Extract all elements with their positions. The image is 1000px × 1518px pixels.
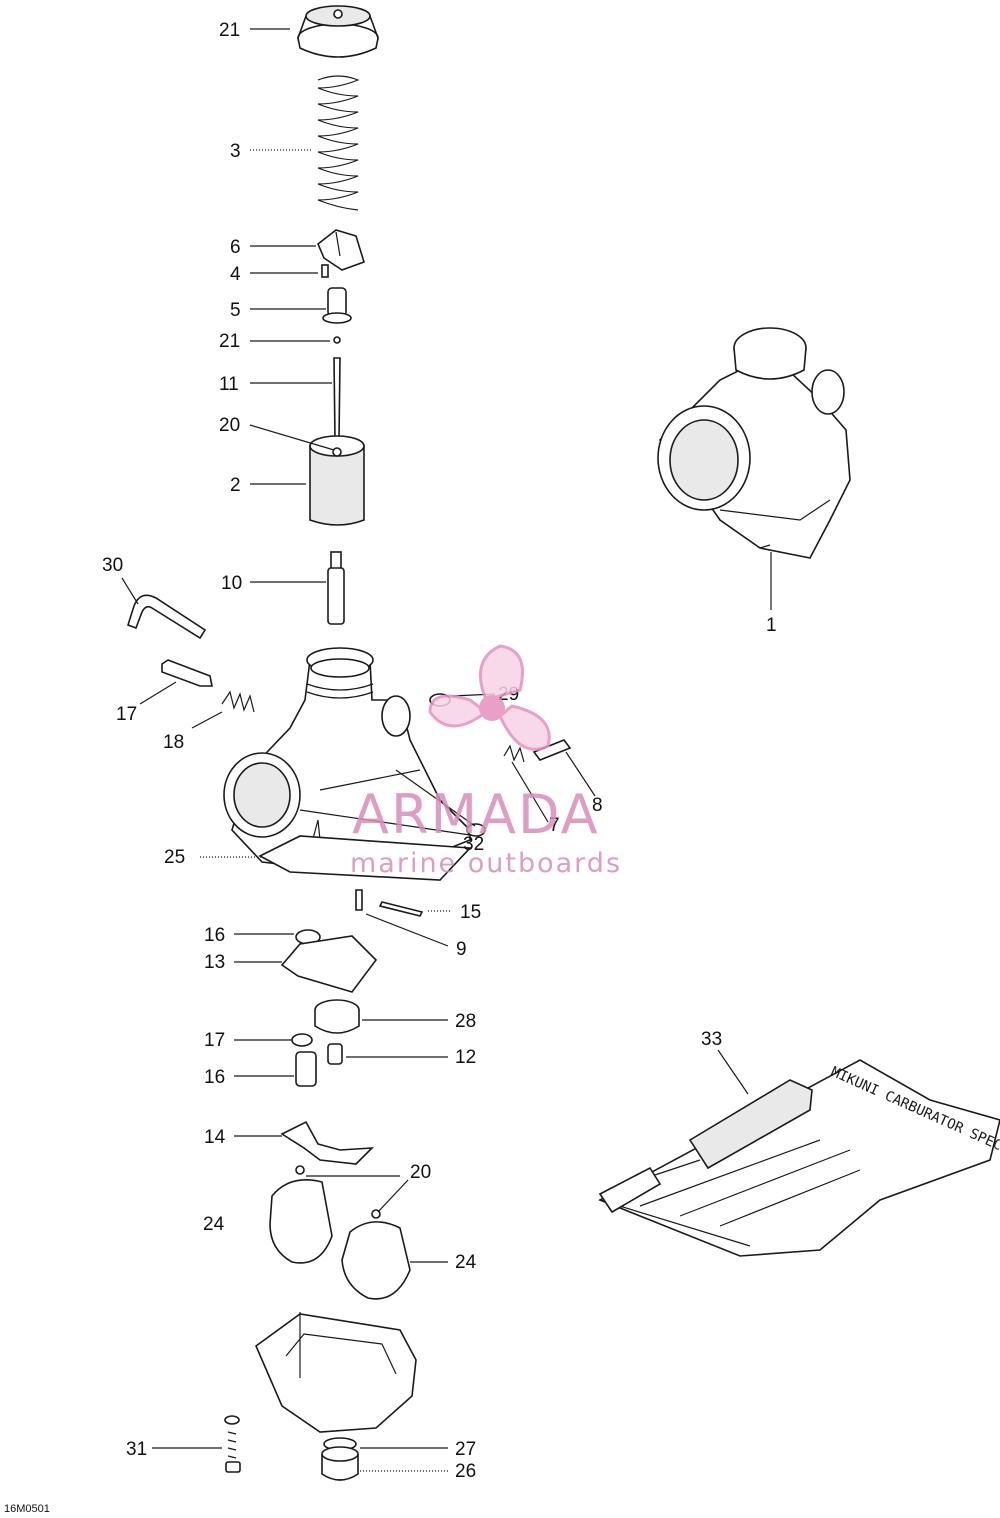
part-11-needle [333,357,341,441]
callout-14: 14 [204,1127,226,1148]
part-6-plate [317,229,365,271]
callout-18: 17 [116,704,137,725]
callout-28: 28 [455,1011,476,1032]
part-18-screw [161,659,213,687]
part-7-spring [503,744,525,763]
callout-11: 11 [219,374,239,395]
part-4-clip [321,264,329,278]
callout-22: 20 [219,415,240,436]
callout-7: 7 [549,815,560,836]
part-20-pin-a [295,1165,305,1175]
callout-21: 21 [219,331,240,352]
callout-24-right: 24 [455,1252,477,1273]
leader-lines [121,28,772,1472]
callout-labels: 21 3 6 4 5 21 11 20 2 10 30 17 18 29 7 8… [102,20,777,1482]
part-2-throttle-valve [309,435,365,526]
part-21-ring [333,336,341,344]
callout-26: 26 [455,1461,476,1482]
armada-watermark: ARMADA marine outboards [350,644,622,879]
part-10-needle-jet [327,551,345,625]
part-17-washer-lower [291,1033,313,1047]
callout-16: 16 [204,1067,225,1088]
part-5-holder [322,287,352,324]
callout-20: 20 [410,1162,431,1183]
part-16-main-jet [295,1051,317,1087]
part-9-bolt [355,889,363,911]
callout-17-upper: 16 [204,925,225,946]
callout-23: 21 [219,20,240,41]
callout-12: 12 [455,1047,476,1068]
part-1-assembled-carburetor [657,327,851,559]
part-28-valve-seat [314,999,360,1034]
callout-13: 13 [204,952,225,973]
callout-6: 6 [230,237,241,258]
callout-25: 25 [164,847,185,868]
part-32-plug [466,823,486,837]
part-25-gasket [258,835,472,881]
watermark-brand: ARMADA [352,783,600,846]
part-15-pin [378,901,424,917]
callout-3: 3 [230,141,241,162]
callout-4: 4 [230,264,241,285]
callout-31: 31 [126,1439,147,1460]
callout-15: 15 [460,902,481,923]
part-31-screw [224,1415,241,1473]
callout-8: 8 [592,795,603,816]
drawing-code: 16M0501 [4,1503,50,1515]
part-24-float-left [269,1179,333,1264]
part-8-screw [532,739,572,761]
part-12-jet [327,1043,343,1065]
callout-19: 18 [163,732,184,753]
part-26-drain-plug [321,1446,359,1481]
callout-32: 32 [463,834,484,855]
callout-17-lower: 17 [204,1030,225,1051]
callout-27: 27 [455,1439,476,1460]
part-13-plate [280,935,378,993]
propeller-logo-icon [428,644,551,751]
callout-1: 1 [766,615,777,636]
callout-5: 5 [230,300,241,321]
part-14-float-arm [280,1120,375,1165]
part-float-bowl [255,1312,417,1433]
part-19-spring [221,690,255,713]
part-33-tool-kit: MIKUNI CARBURATOR SPECIAL TOOLS [598,1059,1000,1257]
part-23-cap [297,5,379,58]
part-3-spring [317,75,360,211]
callout-24-left: 24 [203,1214,225,1235]
watermark-tagline: marine outboards [350,848,622,879]
callout-30: 30 [102,555,123,576]
callout-33: 33 [701,1029,722,1050]
part-24-float-right [341,1221,411,1300]
part-30-hose [127,594,207,640]
callout-2: 2 [230,475,241,496]
callout-9: 9 [456,939,467,960]
callout-10: 10 [221,573,242,594]
